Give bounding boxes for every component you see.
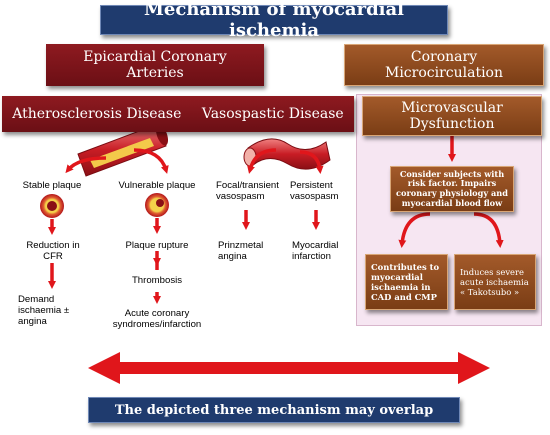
- microvascular-header: Microvascular Dysfunction: [362, 96, 542, 136]
- reduction-cfr-label: Reduction in CFR: [26, 240, 80, 262]
- vasospastic-label: Vasospastic Disease: [201, 106, 344, 122]
- overlap-double-arrow: [88, 352, 490, 384]
- stable-plaque-label: Stable plaque: [22, 180, 82, 191]
- disease-band: Atherosclerosis Disease Vasospastic Dise…: [2, 96, 354, 132]
- prinzmetal-label: Prinzmetal angina: [218, 240, 264, 262]
- risk-factor-box: Consider subjects with risk factor. Impa…: [390, 166, 514, 212]
- microcirculation-header: Coronary Microcirculation: [344, 44, 544, 86]
- focal-vasospasm-label: Focal/transient vasospasm: [216, 180, 279, 202]
- stable-plaque-cross-section-icon: [40, 194, 64, 218]
- persistent-vasospasm-label: Persistent vasospasm: [290, 180, 339, 202]
- page-title: Mechanism of myocardial ischemia: [100, 0, 448, 41]
- atherosclerosis-label: Atherosclerosis Disease: [12, 106, 182, 122]
- epicardial-header: Epicardial Coronary Arteries: [46, 44, 264, 86]
- contributes-box: Contributes to myocardial ischaemia in C…: [365, 254, 448, 310]
- vulnerable-plaque-label: Vulnerable plaque: [118, 180, 196, 191]
- acute-coronary-label: Acute coronary syndromes/infarction: [112, 308, 202, 330]
- myocardial-infarction-label: Myocardial infarction: [292, 240, 339, 262]
- thrombosis-label: Thrombosis: [131, 275, 183, 286]
- footer-banner: The depicted three mechanism may overlap: [88, 397, 460, 423]
- demand-ischaemia-label: Demand ischaemia ± angina: [18, 294, 70, 327]
- induces-box: Induces severe acute ischaemia « Takotsu…: [454, 254, 536, 310]
- plaque-rupture-label: Plaque rupture: [125, 240, 189, 251]
- vulnerable-plaque-cross-section-icon: [145, 193, 169, 217]
- atherosclerotic-vessel-icon: [77, 123, 169, 177]
